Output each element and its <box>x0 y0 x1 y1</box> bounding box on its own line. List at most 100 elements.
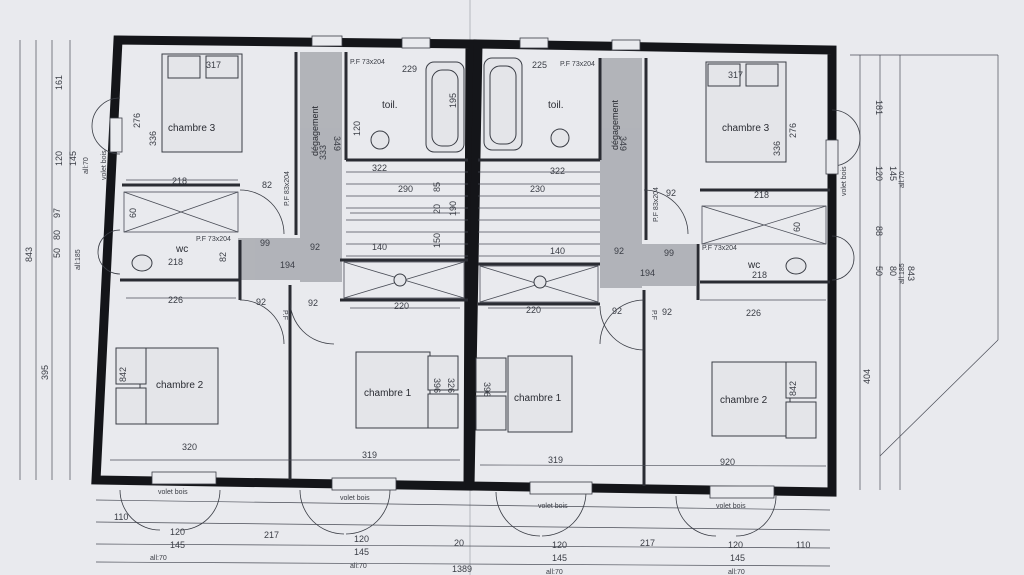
beds <box>115 53 817 439</box>
vdim-843-left: 843 <box>24 247 34 262</box>
vdim-404-right: 404 <box>862 369 872 384</box>
dim-349-right: 349 <box>618 136 628 151</box>
hdim-145-right2: 145 <box>730 553 745 563</box>
hdim-20: 20 <box>454 538 464 548</box>
door-label-wc-left: P.F 73x204 <box>196 236 231 243</box>
room-chambre2-left: chambre 2 <box>156 380 204 391</box>
right-unit-dimensions: 225 317 276 336 218 92 322 230 140 99 92… <box>482 60 802 467</box>
dimension-lines <box>19 40 999 567</box>
shutter-label-1: volet bois <box>158 489 188 496</box>
dim-336-right: 336 <box>772 141 782 156</box>
vdim-80-right: 80 <box>888 266 898 276</box>
dim-290-left: 290 <box>398 184 413 194</box>
dim-92a-right: 92 <box>666 188 676 198</box>
hdim-total: 1389 <box>452 564 472 574</box>
room-chambre1-right: chambre 1 <box>514 393 562 404</box>
dim-336-left: 336 <box>148 131 158 146</box>
outer-walls <box>91 35 837 497</box>
all-label-left-side: all:70 <box>83 157 90 174</box>
dim-276-left: 276 <box>132 113 142 128</box>
dim-140-left: 140 <box>372 242 387 252</box>
dim-396-right: 396 <box>482 382 492 397</box>
dim-140-right: 140 <box>550 246 565 256</box>
dim-20-left: 20 <box>432 204 442 214</box>
dim-92b-left: 92 <box>308 298 318 308</box>
hdim-145-left: 145 <box>170 540 185 550</box>
bottom-all-2: ali:70 <box>350 563 367 570</box>
hdim-145-mid: 145 <box>354 547 369 557</box>
dim-276-right: 276 <box>788 123 798 138</box>
dim-218b-right: 218 <box>752 270 767 280</box>
dim-317-right: 317 <box>728 70 743 80</box>
all-label-right-side: all:70 <box>899 171 906 188</box>
bottom-all-1: all:70 <box>150 555 167 562</box>
vdim-181-right: 181 <box>874 100 884 115</box>
dim-218b-left: 218 <box>168 257 183 267</box>
shutter-label-right-side: volet bois <box>841 166 848 196</box>
left-unit-dimensions: 317 229 276 336 218 82 322 290 140 99 92… <box>118 60 458 460</box>
dim-92d-right: 92 <box>614 246 624 256</box>
shutter-label-2: volet bois <box>340 495 370 502</box>
door-label-83-right: P.F 83x204 <box>653 187 660 222</box>
dim-349-left: 349 <box>332 136 342 151</box>
dim-218a-left: 218 <box>172 176 187 186</box>
dim-92a-left: 92 <box>256 297 266 307</box>
dim-842-right: 842 <box>788 381 798 396</box>
all185-left: all:185 <box>75 249 82 270</box>
dim-317-left: 317 <box>206 60 221 70</box>
door-label-83-left: P.F 83x204 <box>284 171 291 206</box>
room-chambre2-right: chambre 2 <box>720 395 768 406</box>
dim-920-right: 920 <box>720 457 735 467</box>
dim-82-left: 82 <box>218 252 228 262</box>
dim-99-left: 99 <box>260 238 270 248</box>
vdim-80-left: 80 <box>52 230 62 240</box>
door-swings <box>91 97 861 537</box>
vdim-50-right: 50 <box>874 266 884 276</box>
dim-396-left: 396 <box>432 378 442 393</box>
corridors <box>238 52 696 288</box>
dim-220-left: 220 <box>394 301 409 311</box>
dim-326-left: 326 <box>446 378 456 393</box>
vdim-50-left: 50 <box>52 248 62 258</box>
dim-150-left: 150 <box>432 233 442 248</box>
stairs-right <box>478 171 600 257</box>
left-outer-dimensions: 161 120 145 97 843 50 80 395 <box>24 75 78 380</box>
room-toil-right: toil. <box>548 100 564 111</box>
hdim-110-right: 110 <box>796 540 810 550</box>
dim-85-left: 85 <box>432 182 442 192</box>
dim-60-left: 60 <box>128 208 138 218</box>
dim-226-left: 226 <box>168 295 183 305</box>
door-label-wc-right: P.F 73x204 <box>702 245 737 252</box>
vdim-88-right: 88 <box>874 226 884 236</box>
shutter-label-3: volet bois <box>538 503 568 510</box>
dim-218a-right: 218 <box>754 190 769 200</box>
windows <box>109 35 839 499</box>
bottom-all-3: all:70 <box>546 569 563 575</box>
vdim-97-left: 97 <box>52 208 62 218</box>
stairs-left <box>346 171 468 257</box>
dim-319-left: 319 <box>362 450 377 460</box>
window-label-2: P.F 73x204 <box>560 61 595 68</box>
dim-230-right: 230 <box>530 184 545 194</box>
door-label-pf-left: P.F <box>281 310 288 320</box>
room-toil-left: toil. <box>382 100 398 111</box>
hdim-217-left: 217 <box>264 530 279 540</box>
dim-333-left: 333 <box>318 145 328 160</box>
room-wc-left: wc <box>175 244 188 255</box>
hdim-120-right2: 120 <box>728 540 743 550</box>
bottom-all-4: all:70 <box>728 569 745 575</box>
dim-322-right: 322 <box>550 166 565 176</box>
dim-229-left: 229 <box>402 64 417 74</box>
dim-842-left: 842 <box>118 367 128 382</box>
hdim-120-left: 120 <box>170 527 185 537</box>
room-degagement-left: dégagement <box>310 105 320 156</box>
right-outer-dimensions: 181 120 145 88 50 80 843 404 <box>862 100 916 384</box>
vdim-120-right: 120 <box>874 166 884 181</box>
vdim-145-right: 145 <box>888 166 898 181</box>
all185-right: all:185 <box>899 263 906 284</box>
shutter-label-left-side: volet bois <box>101 150 108 180</box>
dim-220-right: 220 <box>526 305 541 315</box>
room-chambre1-left: chambre 1 <box>364 388 412 399</box>
bottom-dimensions: 110 120 145 217 120 145 20 1389 120 145 … <box>114 512 810 574</box>
bathroom-fixtures <box>131 57 807 289</box>
